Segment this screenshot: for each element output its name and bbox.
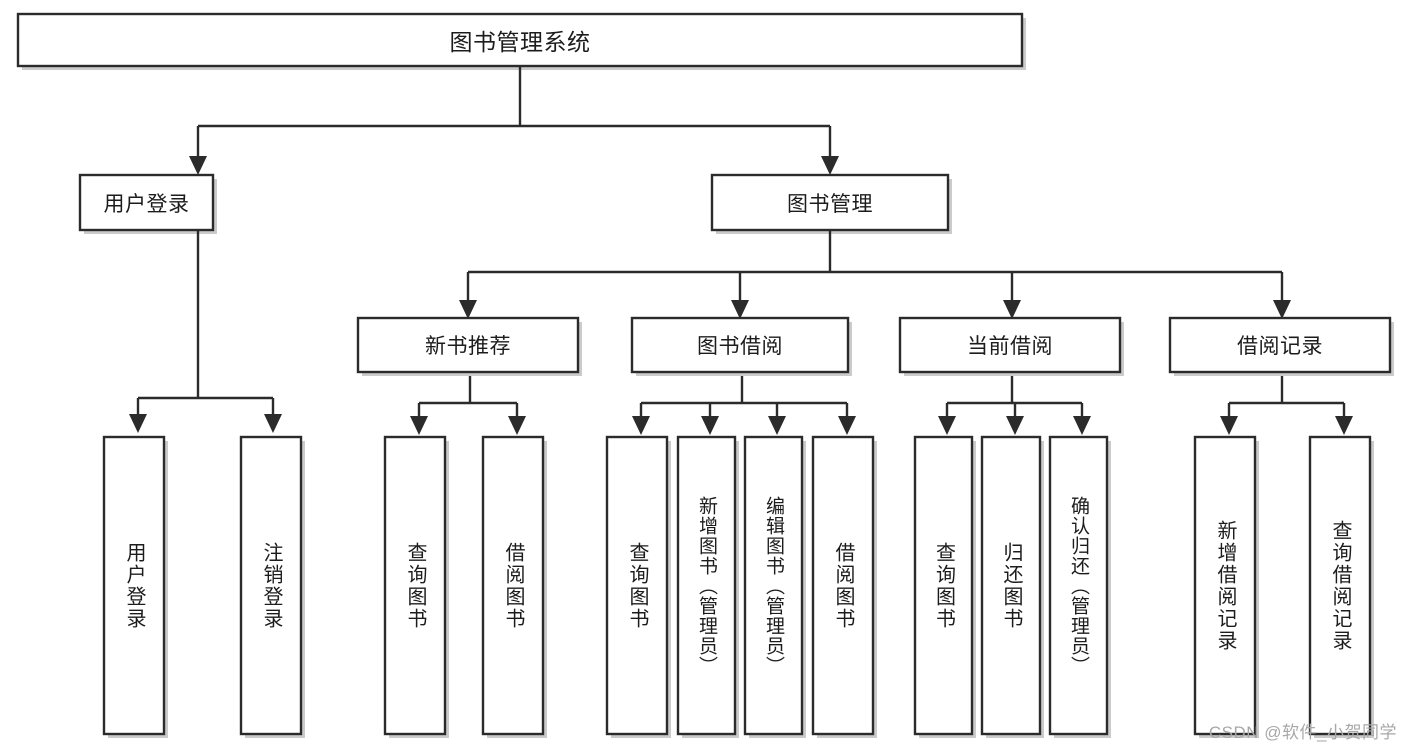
node-box-leaf-4: [605, 435, 669, 736]
node-boxes: [16, 12, 1392, 736]
node-box-leaf-1: [239, 435, 303, 736]
node-box-leaf-7: [811, 435, 875, 736]
node-box-level2-0: [356, 316, 580, 374]
node-box-leaf-0: [102, 435, 166, 736]
node-box-leaf-11: [1193, 435, 1257, 736]
node-box-level1-0: [78, 173, 215, 232]
node-box-leaf-6: [743, 435, 804, 736]
node-box-root: [16, 12, 1024, 68]
node-box-leaf-9: [980, 435, 1042, 736]
node-box-level2-1: [630, 316, 850, 374]
node-box-level2-3: [1168, 316, 1392, 374]
node-box-leaf-3: [481, 435, 545, 736]
node-box-leaf-8: [913, 435, 974, 736]
csdn-watermark: CSDN @软件_小贺同学: [1208, 723, 1397, 742]
node-box-leaf-5: [676, 435, 737, 736]
node-box-level2-2: [898, 316, 1122, 374]
node-box-level1-1: [710, 173, 950, 232]
arrow-heads: [129, 156, 1353, 435]
node-box-leaf-12: [1308, 435, 1372, 736]
node-box-leaf-10: [1048, 435, 1109, 736]
node-box-leaf-2: [383, 435, 447, 736]
connectors: [136, 66, 1346, 420]
